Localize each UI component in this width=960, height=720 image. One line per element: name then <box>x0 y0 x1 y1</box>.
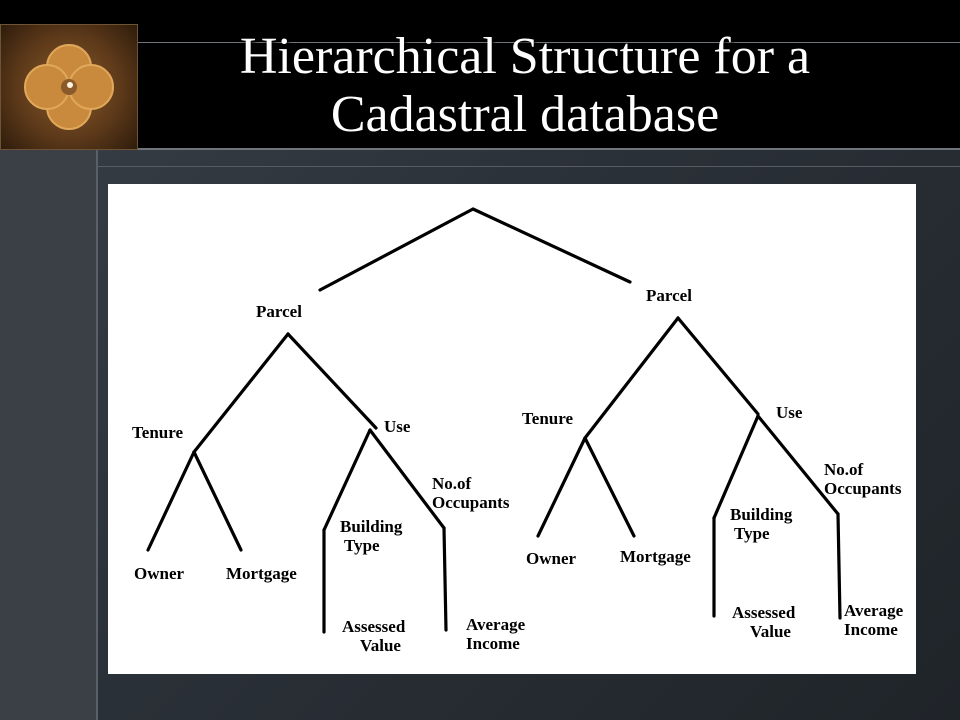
label-left-tenure: Tenure <box>132 423 183 442</box>
label-left-assessed-line2: Value <box>360 636 401 655</box>
label-right-mortgage: Mortgage <box>620 547 691 566</box>
label-left-mortgage: Mortgage <box>226 564 297 583</box>
edge-right-occupants-average <box>836 512 842 620</box>
edge-left-parcel-use <box>286 332 378 430</box>
quatrefoil-logo-icon <box>0 24 138 150</box>
edge-right-parcel-use <box>676 316 760 416</box>
label-left-parcel: Parcel <box>256 302 302 321</box>
label-right-building-line2: Type <box>734 524 770 543</box>
edge-left-tenure-owner <box>146 450 196 552</box>
label-left-assessed-line1: Assessed <box>342 617 406 636</box>
label-right-parcel: Parcel <box>646 286 692 305</box>
edge-right-tenure-owner <box>536 436 587 538</box>
label-right-average-line1: Average <box>844 601 904 620</box>
slide-title-line-1: Hierarchical Structure for a <box>239 28 811 85</box>
label-left-occupants-line1: No.of <box>432 474 472 493</box>
label-right-assessed-line1: Assessed <box>732 603 796 622</box>
slide-title-line-2: Cadastral database <box>330 86 720 143</box>
label-left-building-line1: Building <box>340 517 403 536</box>
edge-left-use-building <box>322 428 372 532</box>
label-left-average-line2: Income <box>466 634 520 653</box>
label-right-use: Use <box>776 403 803 422</box>
edge-left-tenure-mortgage <box>192 450 243 552</box>
label-right-assessed-line2: Value <box>750 622 791 641</box>
edge-right-use-occupants <box>756 414 840 516</box>
label-right-building-line1: Building <box>730 505 793 524</box>
label-right-average-line2: Income <box>844 620 898 639</box>
label-right-tenure: Tenure <box>522 409 573 428</box>
left-sidebar-bar <box>0 148 98 720</box>
edge-left-parcel-tenure <box>192 332 290 454</box>
label-left-use: Use <box>384 417 411 436</box>
edge-right-use-building <box>712 414 760 520</box>
label-right-owner: Owner <box>526 549 577 568</box>
hierarchy-diagram-svg: Parcel Tenure Use Owner Mortgage Buildin… <box>132 207 904 655</box>
top-rule <box>136 42 960 43</box>
lower-rule <box>96 166 960 167</box>
label-right-occupants-line1: No.of <box>824 460 864 479</box>
label-left-owner: Owner <box>134 564 185 583</box>
hierarchy-diagram: Parcel Tenure Use Owner Mortgage Buildin… <box>108 184 916 674</box>
label-left-occupants-line2: Occupants <box>432 493 510 512</box>
title-band <box>0 0 960 148</box>
middle-rule <box>96 148 960 150</box>
label-left-building-line2: Type <box>344 536 380 555</box>
edge-root-right <box>471 207 632 284</box>
edge-right-tenure-mortgage <box>583 436 636 538</box>
edge-root-left <box>318 207 475 292</box>
slide-title: Hierarchical Structure for a Cadastral d… <box>140 28 910 144</box>
label-right-occupants-line2: Occupants <box>824 479 902 498</box>
edge-left-use-occupants <box>368 428 446 530</box>
edge-left-occupants-average <box>442 526 448 632</box>
edge-right-parcel-tenure <box>583 316 680 440</box>
label-left-average-line1: Average <box>466 615 526 634</box>
